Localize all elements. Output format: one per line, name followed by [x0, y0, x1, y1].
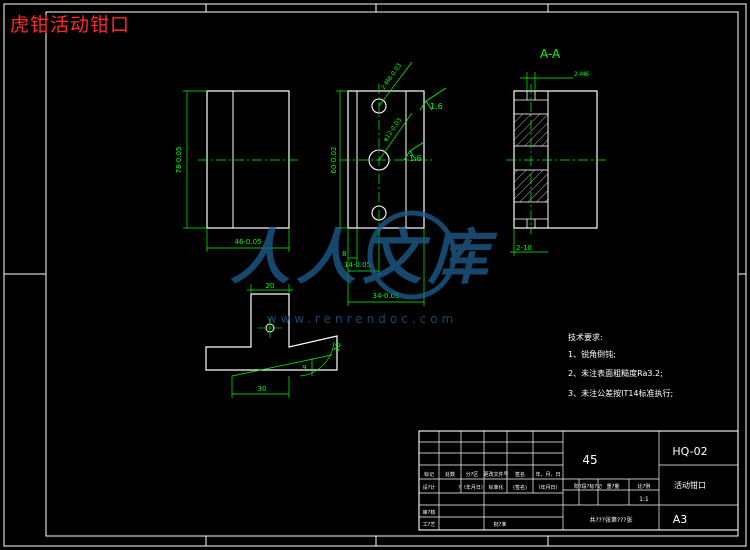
- top-hole-dim: 2-M8-0.03: [380, 62, 403, 91]
- roughness-a: 1.6: [430, 102, 443, 111]
- front-width-dim: 46-0.05: [234, 238, 261, 246]
- lower-top-dim: 20: [266, 282, 275, 290]
- part-name: 活动钳口: [674, 480, 706, 490]
- mid-dim-34: 34-0.05: [372, 292, 399, 300]
- bottom-view: 20 30 9 10: [205, 282, 343, 398]
- note-1: 1、锐角倒钝;: [568, 349, 616, 359]
- approve-label: 批?准: [494, 521, 507, 528]
- lower-side-dim: 9: [302, 364, 306, 372]
- col-label-5: 年、月、日: [535, 471, 560, 478]
- row-label-0: 设?计: [423, 484, 436, 491]
- watermark: 人人文库 www.renrendoc.com: [230, 210, 498, 326]
- watermark-logo: [367, 210, 457, 300]
- sheet-format: A3: [673, 513, 688, 526]
- row-label-2: 标准化: [488, 484, 503, 491]
- material: 45: [582, 453, 597, 467]
- watermark-url: www.renrendoc.com: [267, 312, 457, 326]
- stage-label-1: 重?量: [607, 483, 620, 490]
- section-bottom-dim: 2-10: [516, 244, 532, 252]
- col-label-4: 签名: [515, 471, 525, 478]
- col-label-2: 分?区: [466, 471, 479, 478]
- lower-bottom-dim: 30: [258, 385, 267, 393]
- technical-notes: 技术要求: 1、锐角倒钝; 2、未注表面粗糙度Ra3.2; 3、未注公差按IT1…: [568, 332, 673, 398]
- sheet-label: 共???张第???张: [589, 516, 632, 524]
- review-label-1: 工?艺: [423, 522, 436, 528]
- col-label-3: 更改文件号: [483, 471, 508, 478]
- section-label: A-A: [540, 47, 561, 61]
- row-label-3: (签名): [513, 484, 527, 491]
- sheet-outer-border: [3, 3, 747, 547]
- stage-label-2: 比?例: [638, 483, 651, 490]
- note-2: 2、未注表面粗糙度Ra3.2;: [568, 368, 663, 378]
- section-top-dim: 2-M6: [574, 71, 589, 78]
- section-view: A-A 2-M6 2-10: [506, 47, 606, 256]
- page-title: 虎钳活动钳口: [10, 14, 131, 36]
- mid-dim-14: 14-0.05: [344, 261, 371, 269]
- drawing-number: HQ-02: [672, 445, 707, 458]
- row-label-4: （年月日）: [535, 484, 560, 491]
- watermark-text: 人人文库: [230, 223, 498, 293]
- col-label-0: 标记: [424, 471, 434, 478]
- zone-ticks: [4, 4, 746, 546]
- review-label-0: 审?核: [423, 509, 436, 516]
- title-block: 标记 处数 分?区 更改文件号 签名 年、月、日 设?计 ?（年月日） 标准化 …: [418, 430, 739, 531]
- front-height-dim: 78-0.05: [175, 146, 183, 173]
- note-3: 3、未注公差按IT14标准执行;: [568, 388, 673, 398]
- front-view: 78-0.05 46-0.05: [175, 90, 298, 252]
- mid-dim-8: 8: [342, 250, 346, 258]
- notes-title: 技术要求:: [568, 332, 603, 342]
- stage-label-0: 阶?段?标?记: [574, 483, 602, 490]
- lower-angle-dim: 10: [332, 342, 343, 353]
- scale: 1:1: [639, 496, 649, 503]
- row-label-1: ?（年月日）: [458, 484, 486, 491]
- mid-height-dim: 60-0.02: [330, 146, 338, 173]
- col-label-1: 处数: [445, 471, 455, 478]
- roughness-b: 1.6: [409, 154, 422, 163]
